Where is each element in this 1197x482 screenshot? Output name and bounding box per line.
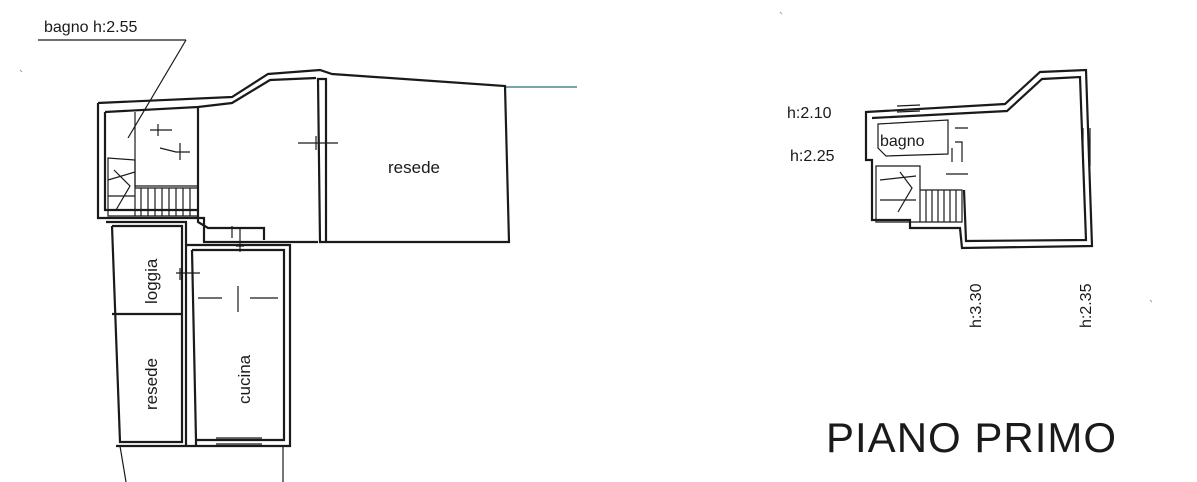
label-resede-top: resede: [388, 158, 440, 177]
right-block-outline: [864, 68, 1094, 250]
label-leader-arrow: [127, 39, 187, 139]
right-block-inner: [871, 75, 1088, 243]
right-plan: h:2.10 bagno h:2.25 h:3.30 h:2.35: [787, 68, 1095, 328]
lower-block-outline: [106, 220, 292, 448]
label-resede-side: resede: [142, 358, 161, 410]
staircase-right: [875, 165, 968, 223]
label-h-235: h:2.35: [1078, 283, 1095, 328]
upper-block-outline: [96, 68, 511, 244]
label-bagno-left: bagno h:2.55: [44, 19, 138, 36]
left-plan: bagno h:2.55 resede loggia resede cucina: [38, 19, 577, 482]
label-loggia: loggia: [142, 258, 161, 304]
label-h-210: h:2.10: [787, 105, 832, 122]
upper-block-inner: [103, 76, 317, 240]
bathroom-partition: [134, 112, 198, 187]
label-h-225: h:2.25: [790, 148, 835, 165]
label-h-330: h:3.30: [968, 283, 985, 328]
drawing-title: PIANO PRIMO: [826, 414, 1117, 461]
right-window-marks: [896, 104, 1091, 229]
door-marks-upper: [231, 136, 338, 252]
lower-continuation: [119, 445, 284, 482]
right-bathroom: [877, 119, 968, 162]
staircase-left: [107, 157, 199, 217]
scan-noise: [19, 11, 1153, 303]
door-marks-lower: [176, 268, 278, 445]
label-bagno-right: bagno: [880, 133, 925, 150]
label-cucina: cucina: [235, 354, 254, 404]
